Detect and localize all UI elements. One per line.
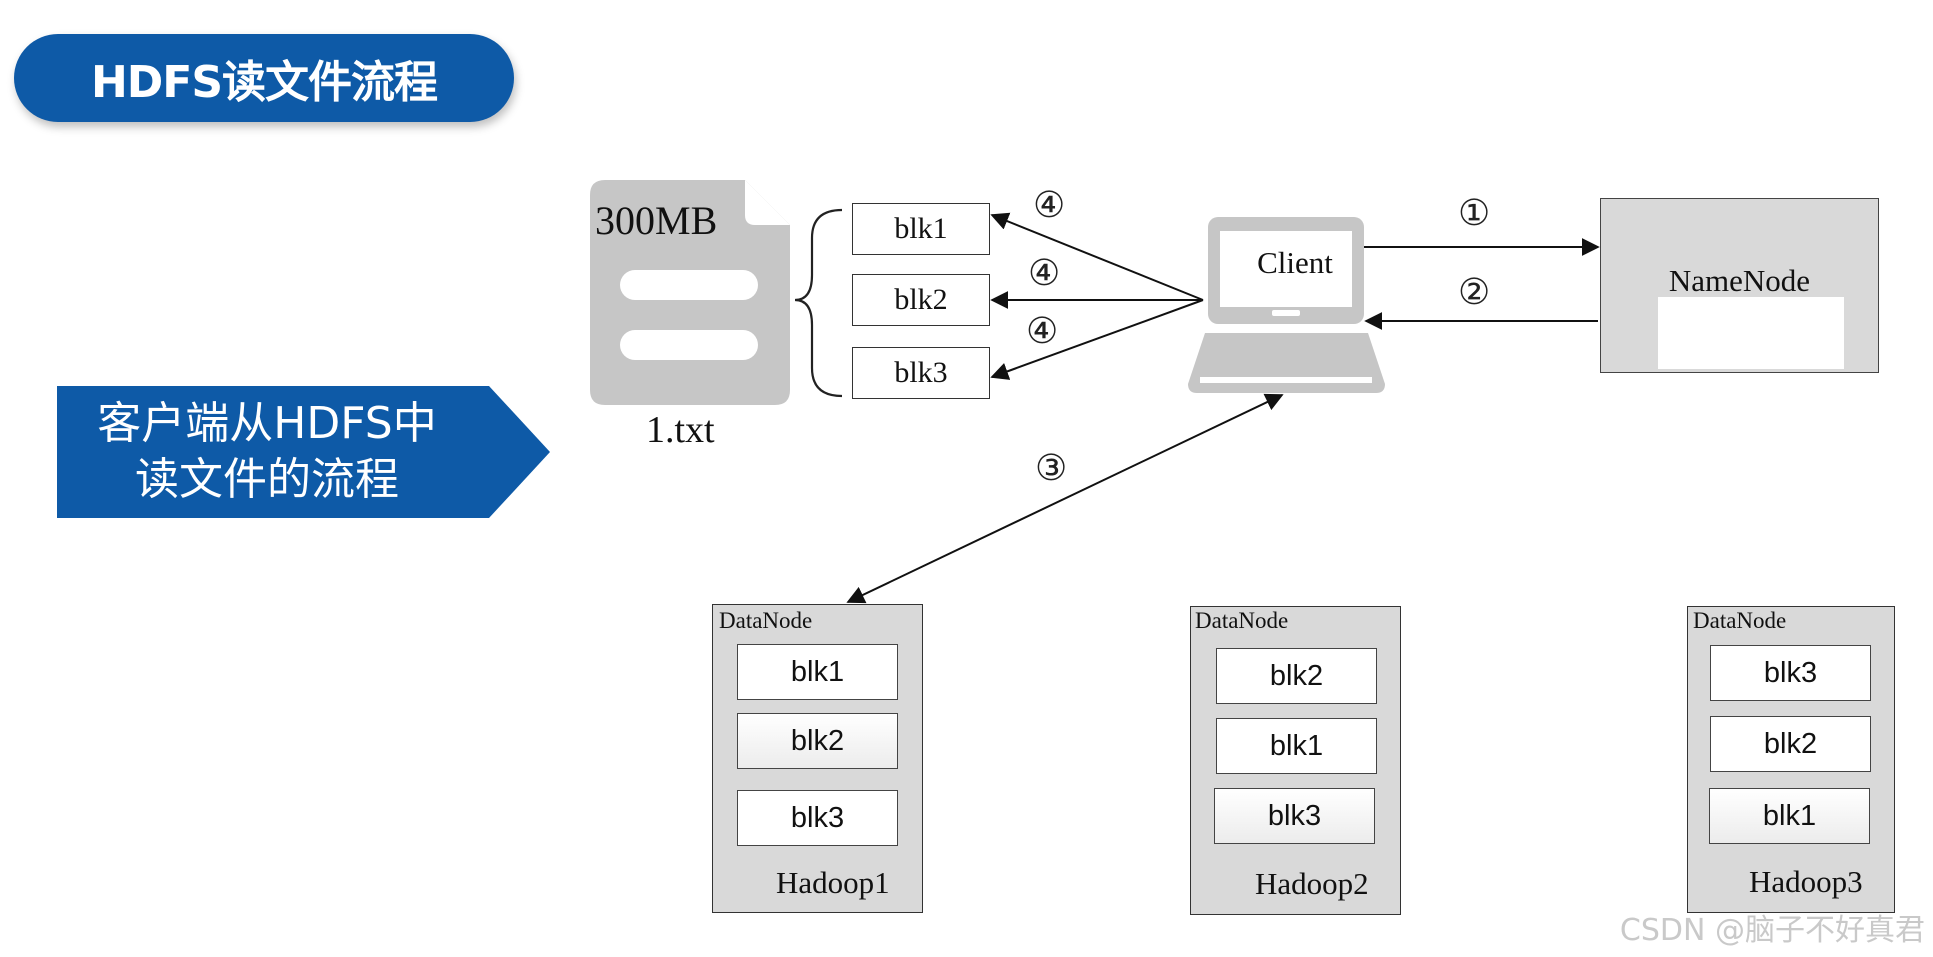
file-block-2: blk2: [852, 274, 990, 326]
file-name-label: 1.txt: [646, 409, 715, 451]
arrow-client-datanode: [846, 393, 1284, 604]
step-4-label-a: ④: [1033, 185, 1066, 226]
step-3-label: ③: [1035, 448, 1068, 489]
client-label: Client: [1257, 245, 1333, 280]
datanode-title: DataNode: [719, 608, 813, 633]
datanode-host-label: Hadoop2: [1255, 866, 1369, 901]
step-2-label: ②: [1458, 272, 1491, 313]
datanode-block: blk3: [737, 790, 898, 846]
banner-line-1: 客户端从HDFS中: [97, 398, 437, 449]
datanode-host-label: Hadoop1: [776, 865, 890, 900]
datanode-block: blk2: [1710, 716, 1871, 772]
datanode-title: DataNode: [1195, 608, 1289, 633]
datanode-block: blk2: [1216, 648, 1377, 704]
file-block-1: blk1: [852, 203, 990, 255]
step-4-label-b: ④: [1028, 253, 1061, 294]
banner-line-2: 读文件的流程: [135, 454, 399, 505]
datanode-block: blk3: [1710, 645, 1871, 701]
namenode-label: NameNode: [1668, 263, 1811, 298]
datanode-block: blk1: [737, 644, 898, 700]
file-block-3: blk3: [852, 347, 990, 399]
banner-text: 客户端从HDFS中 读文件的流程: [57, 390, 477, 514]
file-size-label: 300MB: [595, 198, 718, 243]
watermark-text: CSDN @脑子不好真君: [1619, 913, 1925, 948]
arrow-read-blk3: [990, 299, 1204, 380]
namenode-inner-panel: [1658, 297, 1844, 369]
datanode-block: blk1: [1709, 788, 1870, 844]
client-laptop-icon: [1188, 217, 1385, 393]
step-1-label: ①: [1458, 193, 1491, 234]
datanode-block: blk1: [1216, 718, 1377, 774]
file-icon: [590, 180, 790, 405]
arrow-read-blk1: [990, 212, 1204, 301]
brace-icon: [794, 208, 843, 398]
banner-arrow-shape: [57, 386, 550, 518]
datanode-title: DataNode: [1693, 608, 1787, 633]
datanode-block: blk2: [737, 713, 898, 769]
datanode-host-label: Hadoop3: [1749, 864, 1863, 899]
page-title: HDFS读文件流程: [14, 34, 514, 122]
step-4-label-c: ④: [1026, 311, 1059, 352]
datanode-block: blk3: [1214, 788, 1375, 844]
